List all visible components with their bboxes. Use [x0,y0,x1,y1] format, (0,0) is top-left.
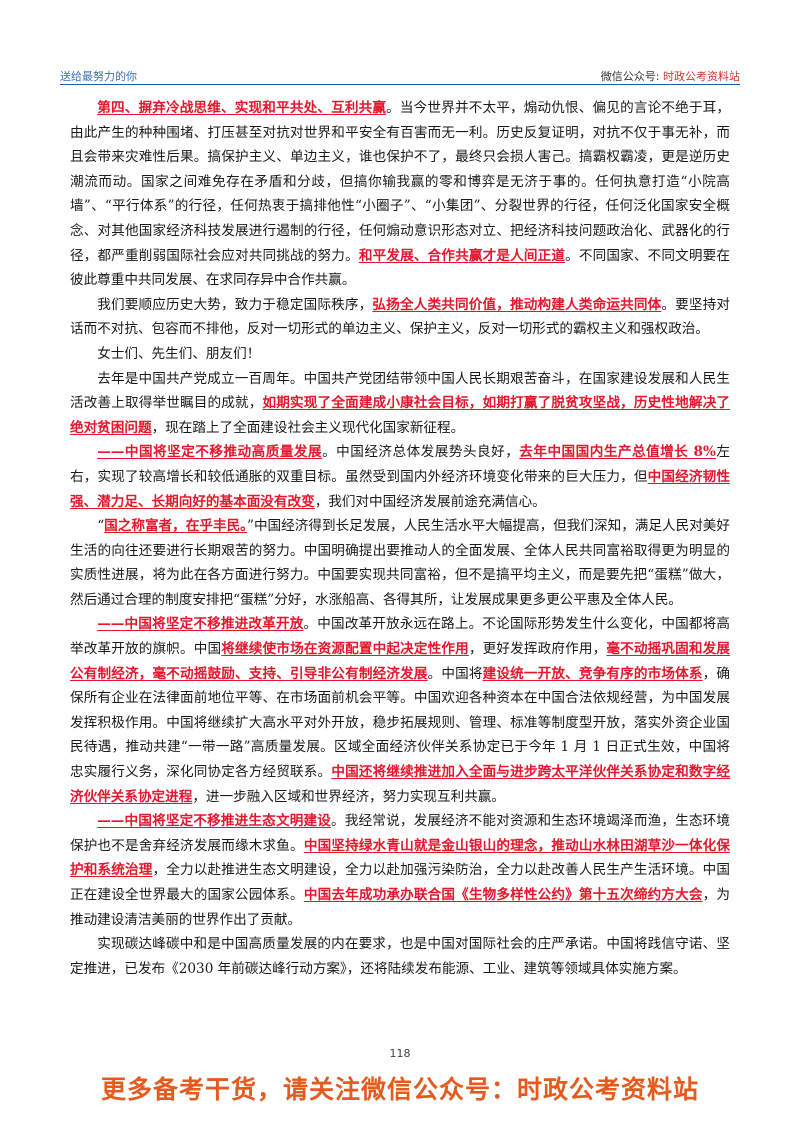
highlighted-phrase: 中国坚持绿水青山就是金山银山的理念，推动山水林田湖草沙一体化保护和系统治理 [70,837,731,879]
header-slogan: 送给最努力的你 [60,70,137,83]
body-paragraph: ——中国将坚定不移推进生态文明建设。我经常说，发展经济不能对资源和生态环境竭泽而… [70,809,730,932]
paragraph-text: 去年是中国共产党成立一百周年。中国共产党团结带领中国人民长期艰苦奋斗，在国家建设… [70,370,730,412]
footer-banner: 更多备考干货，请关注微信公众号：时政公考资料站 [100,1075,699,1104]
document-body: 第四、摒弃冷战思维、实现和平共处、互利共赢。当今世界并不太平，煽动仇恨、偏见的言… [70,96,730,981]
paragraph-text: 。我经常说，发展经济不能对资源和生态环境竭泽而渔，生态环境保护也不是舍弃经济发展… [70,813,731,854]
highlighted-phrase: 建设统一开放、竞争有序的市场体系 [482,665,703,682]
highlighted-phrase: 第四、摒弃冷战思维、实现和平共处、互利共赢 [97,100,387,116]
header-wechat-label: 微信公众号: [600,70,663,83]
header-account-name: 时政公考资料站 [663,70,740,83]
paragraph-text: 实现碳达峰碳中和是中国高质量发展的内在要求，也是中国对国际社会的庄严承诺。中国将… [70,936,730,977]
body-paragraph: 实现碳达峰碳中和是中国高质量发展的内在要求，也是中国对国际社会的庄严承诺。中国将… [70,932,730,981]
highlighted-phrase: 和平发展、合作共赢才是人间正道 [358,247,566,264]
page-header: 送给最努力的你 微信公众号: 时政公考资料站 [60,68,740,85]
body-paragraph: ——中国将坚定不移推进改革开放。中国改革开放永远在路上。不论国际形势发生什么变化… [70,612,730,809]
body-paragraph: 去年是中国共产党成立一百周年。中国共产党团结带领中国人民长期艰苦奋斗，在国家建设… [70,367,730,441]
highlighted-phrase: 毫不动摇巩固和发展公有制经济，毫不动摇鼓励、支持、引导非公有制经济发展 [70,641,731,682]
highlighted-phrase: 国之称富者，在乎丰民。 [104,518,247,535]
highlighted-phrase: 中国去年成功承办联合国《生物多样性公约》第十五次缔约方大会 [303,887,703,903]
paragraph-text: 。不同国家、不同文明要在彼此尊重中共同发展、在求同存异中合作共赢。 [70,247,731,289]
highlighted-phrase: 中国经济韧性强、潜力足、长期向好的基本面没有改变 [70,468,731,510]
paragraph-text: ，现在踏上了全面建设社会主义现代化国家新征程。 [151,419,465,436]
highlighted-phrase: ——中国将坚定不移推动高质量发展 [97,444,323,461]
paragraph-text: ，确保所有企业在法律面前地位平等、在市场面前机会平等。中国欢迎各种资本在中国合法… [70,665,731,781]
page-number: 118 [389,1047,411,1060]
highlighted-phrase: 中国还将继续推进加入全面与进步跨太平洋伙伴关系协定和数字经济伙伴关系协定进程 [70,764,730,805]
highlighted-phrase: ——中国将坚定不移推进改革开放 [97,616,304,633]
paragraph-text: “ [97,518,105,535]
paragraph-text: ，我们对中国经济发展前途充满信心。 [314,493,546,510]
header-wechat-account: 微信公众号: 时政公考资料站 [601,68,740,84]
paragraph-text: ，更好发挥政府作用， [468,641,607,658]
body-paragraph: 我们要顺应历史大势，致力于稳定国际秩序，弘扬全人类共同价值，推动构建人类命运共同… [70,293,730,342]
paragraph-text: ，进一步融入区域和世界经济，努力实现互利共赢。 [192,788,505,805]
paragraph-text: ”中国经济得到长足发展，人民生活水平大幅提高，但我们深知，满足人民对美好生活的向… [70,518,731,608]
paragraph-text: 。中国将 [427,665,483,682]
body-paragraph: 第四、摒弃冷战思维、实现和平共处、互利共赢。当今世界并不太平，煽动仇恨、偏见的言… [70,96,730,293]
paragraph-text: ，为推动建设清洁美丽的世界作出了贡献。 [70,887,731,928]
highlighted-phrase: ——中国将坚定不移推进生态文明建设 [97,813,332,830]
highlighted-phrase: 弘扬全人类共同价值，推动构建人类命运共同体 [372,296,662,313]
highlighted-phrase: 将继续使市场在资源配置中起决定性作用 [221,641,469,658]
body-paragraph: “国之称富者，在乎丰民。”中国经济得到长足发展，人民生活水平大幅提高，但我们深知… [70,514,730,612]
paragraph-text: 。当今世界并不太平，煽动仇恨、偏见的言论不绝于耳，由此产生的种种围堵、打压甚至对… [70,100,730,264]
paragraph-text: ，全力以赴推进生态文明建设，全力以赴加强污染防治，全力以赴改善人民生产生活环境。… [70,862,731,903]
highlighted-phrase: 去年中国国内生产总值增长 8% [519,444,716,461]
paragraph-text: 我们要顺应历史大势，致力于稳定国际秩序， [97,296,373,313]
body-paragraph: 女士们、先生们、朋友们！ [70,342,730,367]
body-paragraph: ——中国将坚定不移推动高质量发展。中国经济总体发展势头良好，去年中国国内生产总值… [70,440,730,514]
paragraph-text: 。中国改革开放永远在路上。不论国际形势发生什么变化，中国都将高举改革开放的旗帜。… [70,616,731,658]
paragraph-text: 。要坚持对话而不对抗、包容而不排他，反对一切形式的单边主义、保护主义，反对一切形… [70,296,731,338]
paragraph-text: 。中国经济总体发展势头良好， [322,444,520,461]
paragraph-text: 女士们、先生们、朋友们！ [97,345,261,362]
highlighted-phrase: 如期实现了全面建成小康社会目标，如期打赢了脱贫攻坚战，历史性地解决了绝对贫困问题 [70,395,730,436]
paragraph-text: 左右，实现了较高增长和较低通胀的双重目标。虽然受到国内外经济环境变化带来的巨大压… [70,444,731,485]
